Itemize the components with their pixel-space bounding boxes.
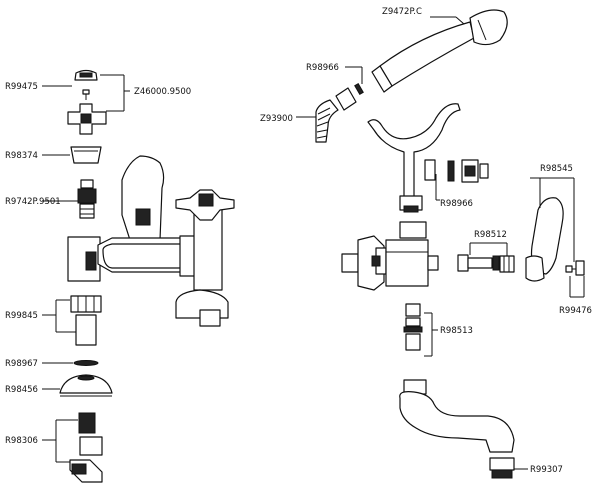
shower-hose-part: [315, 99, 339, 143]
lever-handle-part: [525, 197, 585, 282]
faucet-body-part: [67, 155, 235, 327]
shank-part: [69, 412, 103, 483]
hose-nut-part: [335, 87, 357, 111]
label-r98374: R98374: [5, 151, 38, 161]
hose-washer-part: [354, 82, 364, 96]
label-r98545: R98545: [540, 164, 573, 174]
label-r99476: R99476: [559, 306, 592, 316]
label-r98967: R98967: [5, 359, 38, 369]
hand-shower-part: [371, 9, 508, 93]
spout-part: [399, 379, 515, 453]
label-r98966-lower: R98966: [440, 199, 473, 209]
label-r98512: R98512: [474, 230, 507, 240]
diverter-stem-part: [403, 303, 423, 351]
diverter-body-part: [341, 221, 439, 291]
diverter-cartridge-part: [457, 254, 515, 273]
coupling-part: [70, 295, 102, 346]
label-r98966-upper: R98966: [306, 63, 339, 73]
label-r9742p: R9742P.9501: [5, 197, 61, 207]
bonnet-part: [70, 146, 102, 164]
cross-handle-part: [67, 103, 107, 135]
label-r98513: R98513: [440, 326, 473, 336]
escutcheon-part: [59, 374, 113, 397]
handle-cap-part: [74, 69, 98, 100]
label-r98456: R98456: [5, 385, 38, 395]
label-r98306: R98306: [5, 436, 38, 446]
left-leader-lines: [42, 74, 130, 463]
shower-cradle-part: [367, 103, 461, 213]
label-z46000: Z46000.9500: [134, 87, 191, 97]
washer-part: [73, 360, 99, 366]
label-z9472p: Z9472P.C: [382, 7, 422, 17]
label-r99845: R99845: [5, 311, 38, 321]
label-r99475: R99475: [5, 82, 38, 92]
cradle-connector-parts: [447, 159, 489, 183]
aerator-part: [489, 457, 515, 479]
right-leader-lines: [296, 16, 585, 470]
cartridge-part: [77, 179, 97, 219]
label-r99307: R99307: [530, 465, 563, 475]
label-z93900: Z93900: [260, 114, 293, 124]
